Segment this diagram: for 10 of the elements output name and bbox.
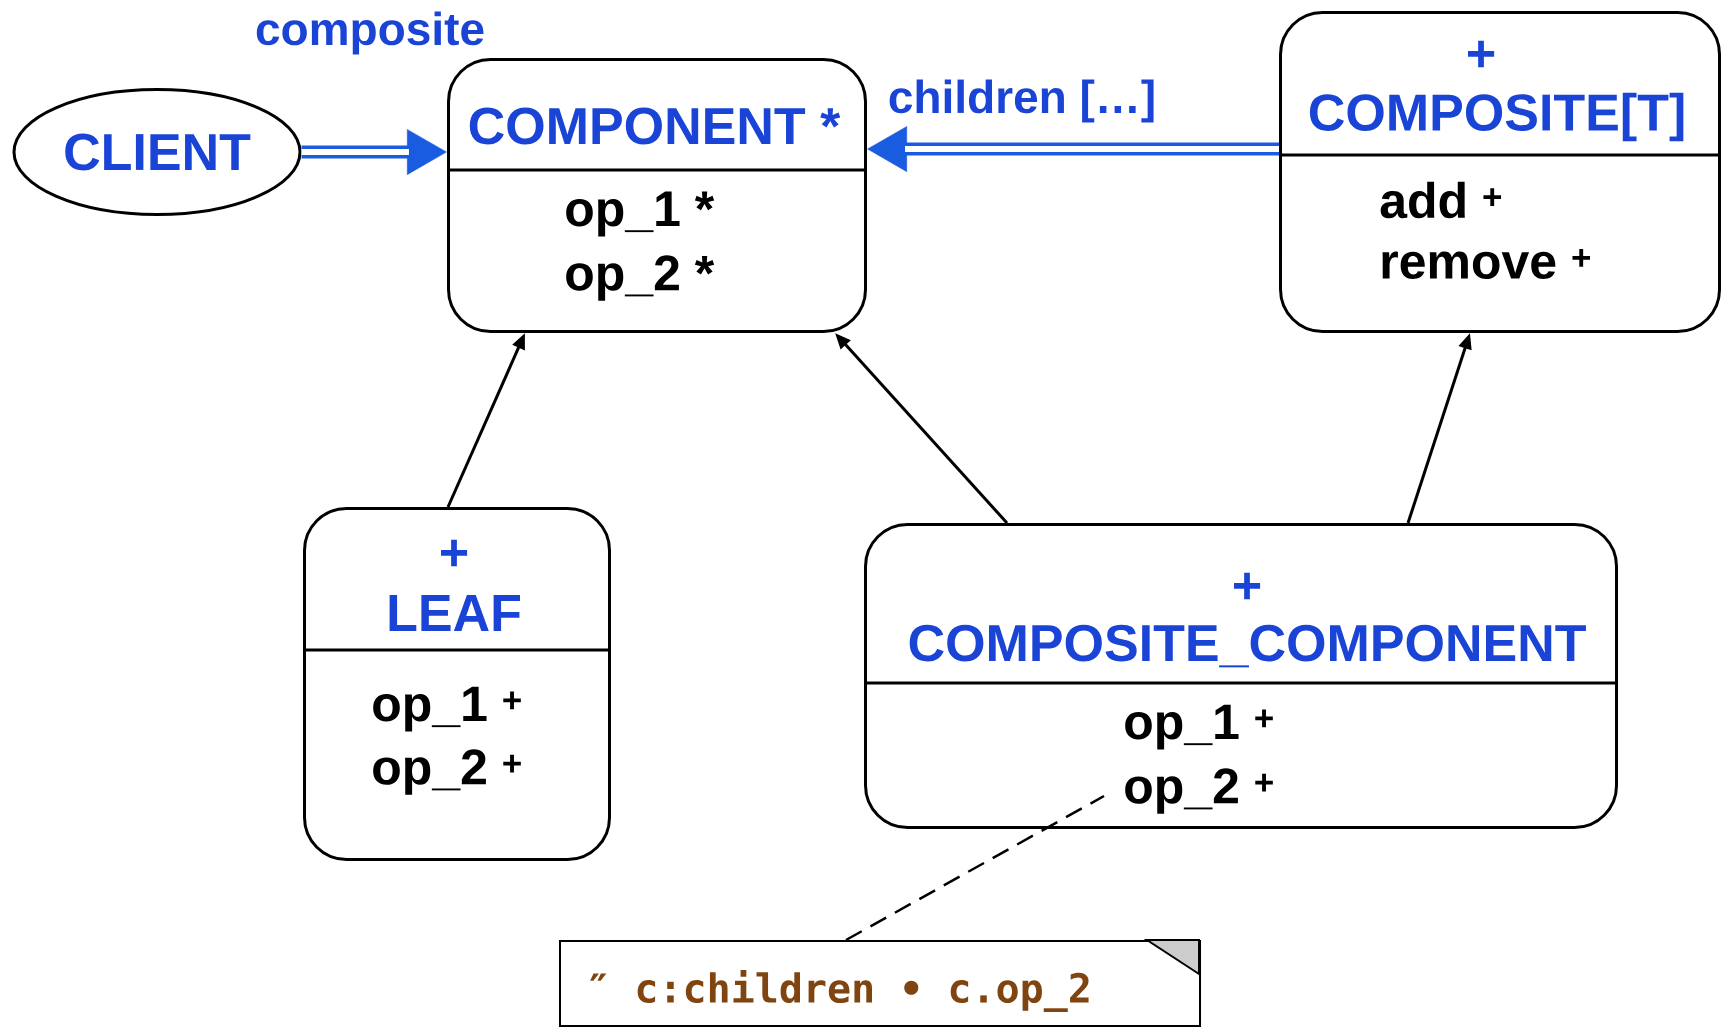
class-box: + COMPOSITE[T] add $^{+}$ remove $^{+}$	[1279, 11, 1721, 333]
arrow	[867, 126, 1280, 172]
edge-label: children […]	[885, 77, 1159, 125]
leader-line	[845, 794, 1105, 942]
class-box: + COMPOSITE_COMPONENT op_1 $^{+}$ op_2 $^{+}$	[864, 523, 1618, 829]
note-box: ″ c:children • c.op_2	[559, 939, 1201, 1027]
class-box: + LEAF op_1 $^{+}$ op_2 $^{+}$	[303, 507, 611, 861]
edge-label: composite	[253, 9, 488, 57]
class-box: COMPONENT * op_1 * op_2 *	[447, 58, 867, 333]
arrow	[301, 129, 447, 175]
